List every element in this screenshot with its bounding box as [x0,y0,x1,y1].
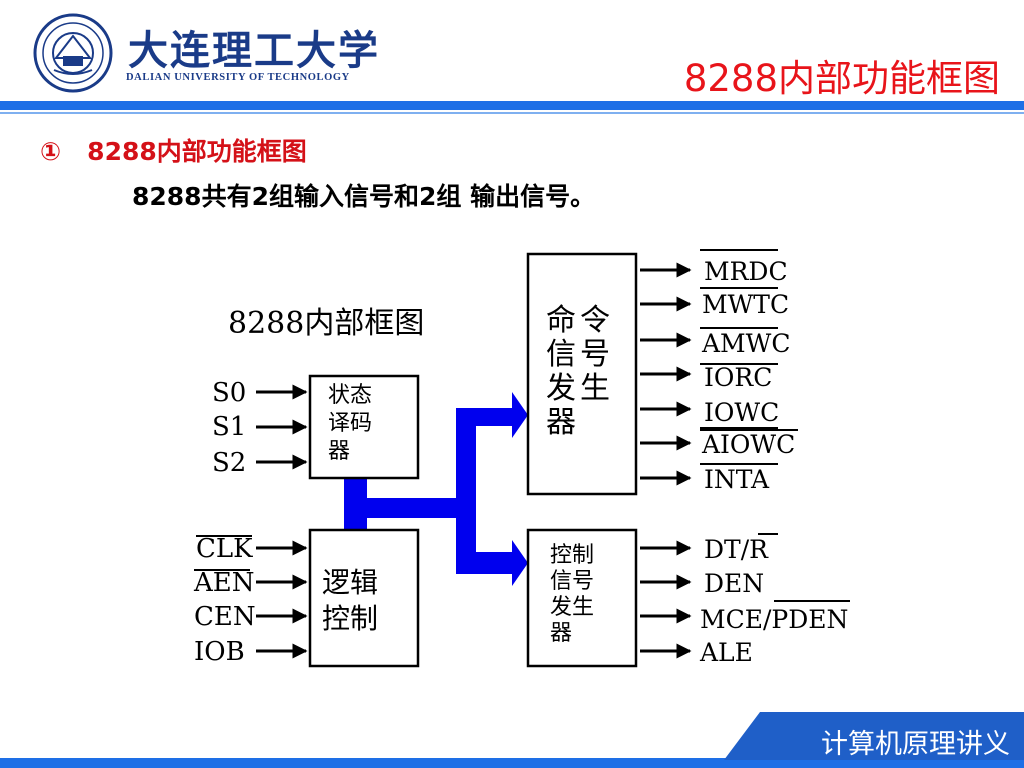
logic-control-label-1: 逻辑 [322,566,378,599]
logo-english-name: DALIAN UNIVERSITY OF TECHNOLOGY [126,72,350,83]
signal-aiowc: AIOWC [701,430,795,459]
university-seal-icon [33,13,113,93]
internal-bus [344,392,528,586]
command-generator-label-4: 器 [546,405,576,440]
control-generator-label-1: 控制 [550,543,594,568]
section-heading: ① 8288内部功能框图 [40,132,307,168]
signal-mrdc: MRDC [704,257,788,286]
logic-control-label-2: 控制 [322,602,378,635]
heading-text: 8288内部功能框图 [87,137,307,166]
footer-course-label: 计算机原理讲义 [821,729,1010,760]
header-thin-rule [0,112,1024,114]
signal-iorc: IORC [704,363,772,392]
signal-iowc: IOWC [704,398,779,427]
control-generator-label-3: 发生 [550,595,594,620]
status-decoder-label-3: 器 [328,439,350,464]
signal-den: DEN [704,569,764,598]
control-generator-label-4: 器 [550,621,572,646]
signal-amwc: AMWC [701,329,790,358]
command-generator-label-3: 发生 [546,371,614,406]
logo-chinese-name: 大连理工大学 [128,27,380,74]
signal-dtr: DT/R [704,535,769,564]
command-generator-label-1: 命令 [546,303,614,338]
signal-clk: CLK [196,534,253,564]
signal-aen: AEN [193,568,255,598]
heading-number: ① [40,137,62,166]
signal-s2: S2 [212,448,246,478]
status-decoder-box [308,374,420,480]
signal-s1: S1 [212,412,246,442]
signal-iob: IOB [194,637,245,667]
footer-tab [724,712,1024,760]
signal-ale: ALE [699,638,753,667]
slide-title: 8288内部功能框图 [683,57,1000,100]
control-generator-label-2: 信号 [550,569,594,594]
footer-rule [0,758,1024,768]
control-generator-box [526,528,638,668]
status-decoder-label-2: 译码 [328,411,372,436]
signal-mwtc: MWTC [702,290,789,319]
logic-control-box [308,528,420,668]
signal-s0: S0 [212,378,246,408]
description-text: 8288共有2组输入信号和2组 输出信号。 [132,182,596,211]
signal-mce-pden: MCE/PDEN [700,605,848,634]
university-logo: 大连理工大学 DALIAN UNIVERSITY OF TECHNOLOGY [30,12,378,94]
signal-inta: INTA [704,465,770,494]
diagram-title: 8288内部框图 [228,306,424,341]
command-generator-box [526,252,638,496]
header: 大连理工大学 DALIAN UNIVERSITY OF TECHNOLOGY 8… [0,0,1024,104]
status-decoder-label-1: 状态 [328,383,372,408]
header-rule [0,101,1024,110]
signal-cen: CEN [194,602,256,632]
command-generator-label-2: 信号 [546,337,614,372]
